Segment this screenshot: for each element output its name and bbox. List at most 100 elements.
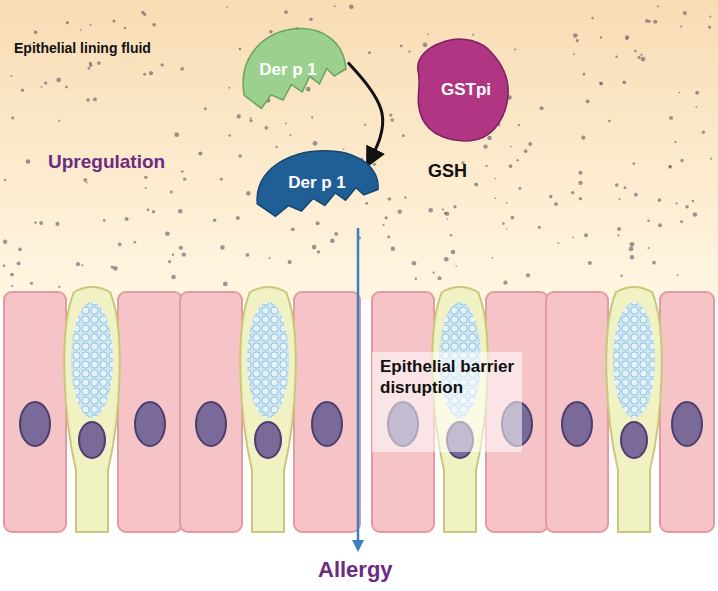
particle [528, 142, 532, 146]
particle [178, 209, 182, 213]
particle [578, 181, 582, 185]
particle [402, 134, 405, 137]
particle [213, 219, 216, 222]
particle [625, 35, 629, 39]
particle [429, 208, 433, 212]
particle [55, 222, 59, 226]
particle [485, 165, 487, 167]
particle [549, 195, 553, 199]
goblet-cell [606, 287, 661, 532]
particle [622, 80, 626, 84]
particle [313, 141, 318, 146]
particle [524, 149, 528, 153]
particle [708, 26, 711, 29]
particle [170, 191, 173, 194]
particle [269, 257, 271, 259]
particle [269, 30, 273, 34]
particle [80, 29, 82, 31]
particle [220, 245, 224, 249]
particle [228, 87, 230, 89]
particle [141, 11, 144, 14]
nucleus [79, 422, 105, 458]
particle [619, 198, 621, 200]
particle [93, 97, 97, 101]
particle [442, 208, 444, 210]
particle [695, 106, 697, 108]
particle [510, 216, 514, 220]
particle [630, 255, 634, 259]
node-label: GSTpi [441, 80, 491, 100]
particle [390, 118, 393, 121]
nucleus [196, 402, 226, 446]
particle [65, 86, 68, 89]
particle [674, 141, 676, 143]
particle [118, 243, 122, 247]
particle [144, 176, 147, 179]
particle [343, 148, 345, 150]
particle [306, 87, 311, 92]
particle [510, 146, 512, 148]
annotation: Upregulation [48, 150, 165, 174]
particle [369, 146, 373, 150]
particle [364, 124, 366, 126]
particle [76, 262, 80, 266]
particle [573, 53, 575, 55]
particle [220, 178, 223, 181]
epithelial-cell [4, 292, 66, 532]
particle [97, 61, 101, 65]
particle [412, 261, 417, 266]
particle [692, 200, 695, 203]
goblet-cell [64, 287, 119, 532]
particle [445, 211, 449, 215]
particle [391, 246, 396, 251]
particle [632, 162, 635, 165]
particle [453, 205, 456, 208]
particle [81, 264, 83, 266]
particle [554, 202, 558, 206]
particle [26, 159, 31, 164]
particle [349, 5, 354, 10]
nucleus [20, 402, 50, 446]
mucus-vesicles [613, 302, 655, 418]
particle [125, 217, 129, 221]
mucus-vesicles [247, 302, 289, 418]
particle [264, 126, 268, 130]
particle [124, 27, 126, 29]
particle [179, 246, 183, 250]
particle [617, 234, 619, 236]
particle [518, 187, 521, 190]
particle [198, 151, 202, 155]
particle [629, 247, 634, 252]
particle [581, 136, 585, 140]
particle [599, 82, 603, 86]
particle [66, 21, 69, 24]
particle [86, 182, 88, 184]
particle [474, 182, 478, 186]
particle [204, 107, 207, 110]
particle [653, 20, 657, 24]
particle [174, 132, 179, 137]
mucus-vesicles [71, 302, 113, 418]
particle [58, 286, 60, 288]
particle [658, 198, 662, 202]
particle [669, 116, 673, 120]
particle [34, 31, 38, 35]
particle [250, 117, 252, 119]
nucleus [135, 402, 165, 446]
particle [451, 250, 456, 255]
particle [450, 234, 452, 236]
particle [387, 235, 390, 238]
particle [317, 250, 320, 253]
particle [246, 191, 251, 196]
particle [44, 81, 47, 84]
particle [382, 224, 384, 226]
particle [171, 275, 176, 280]
particle [584, 233, 588, 237]
particle [591, 17, 593, 19]
particle [492, 257, 494, 259]
region-label: Epithelial lining fluid [14, 40, 151, 58]
particle [572, 236, 574, 238]
particle [182, 252, 186, 256]
node-label: Der p 1 [288, 173, 346, 193]
